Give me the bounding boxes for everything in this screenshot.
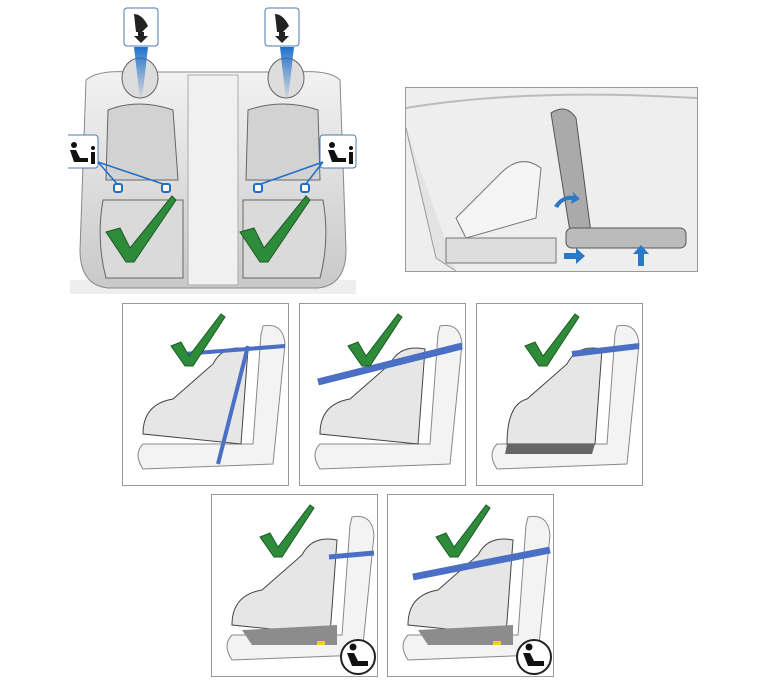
vehicle-seat <box>314 324 463 470</box>
check-icon <box>259 504 315 558</box>
rear-seat-illustration <box>68 0 358 298</box>
installation-panel <box>122 303 289 486</box>
anchor-cone-left <box>134 47 148 100</box>
check-icon <box>105 195 177 263</box>
isofix-markers <box>113 183 310 193</box>
front-seat-adjust-illustration <box>405 87 698 272</box>
check-icon <box>239 195 311 263</box>
child-seat <box>231 538 338 636</box>
top-tether-anchor-icon <box>264 7 300 47</box>
anchor-cone-right <box>280 47 294 100</box>
installation-panel <box>211 494 378 677</box>
isofix-info-icon <box>319 134 357 169</box>
installation-panel <box>476 303 643 486</box>
isofix-child-seat-icon <box>340 639 376 675</box>
seat-forward-arrow-icon <box>564 248 585 264</box>
check-icon <box>435 504 491 558</box>
isofix-info-icon <box>68 134 99 169</box>
child-seat <box>506 347 603 445</box>
installation-panel <box>299 303 466 486</box>
seat-up-arrow-icon <box>633 245 649 266</box>
vehicle-seat <box>491 324 640 470</box>
check-icon <box>347 313 403 367</box>
top-tether-anchor-icon <box>123 7 159 47</box>
seatback-recline-arrow-icon <box>554 191 580 208</box>
check-icon <box>170 313 226 367</box>
check-icon <box>524 313 580 367</box>
isofix-child-seat-icon <box>516 639 552 675</box>
installation-panel <box>387 494 554 677</box>
vehicle-seat <box>137 324 286 470</box>
